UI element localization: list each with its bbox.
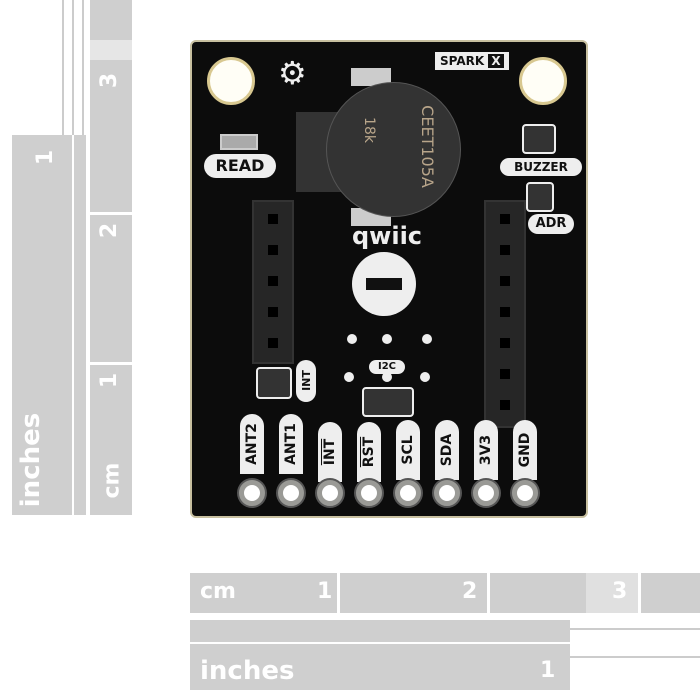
pin-header-right (484, 200, 526, 428)
cm-mark-1: 1 (317, 579, 333, 604)
mounting-hole (207, 57, 255, 105)
read-led (220, 134, 258, 150)
header-pin (500, 245, 510, 255)
pin-hole-gnd[interactable] (512, 480, 538, 506)
cm-mark-1: 1 (97, 372, 123, 389)
i2c-label: I2C (369, 360, 405, 374)
cm-label: cm (200, 579, 236, 604)
cm-mark-3: 3 (612, 579, 628, 604)
cm-mark-2: 2 (462, 579, 478, 604)
pin-label-int: INT (322, 438, 338, 466)
i2c-jumper (362, 387, 414, 417)
pin-label-ant1: ANT1 (283, 423, 299, 465)
header-pin (500, 369, 510, 379)
header-pin (268, 276, 278, 286)
open-hardware-icon: ⚙ (278, 54, 307, 92)
int-jumper (256, 367, 292, 399)
pin-label-ant2: ANT2 (244, 423, 260, 465)
buzzer-label: BUZZER (500, 158, 582, 176)
header-pin (268, 338, 278, 348)
pin-label-sda: SDA (439, 433, 455, 467)
inches-ruler-vertical: 1 inches (12, 135, 86, 515)
int-jumper-label: INT (296, 360, 316, 402)
header-pin (268, 307, 278, 317)
pin-label-3v3: 3V3 (478, 434, 494, 466)
pin-hole-rst[interactable] (356, 480, 382, 506)
qwiic-label: qwiic (352, 222, 423, 250)
header-pin (500, 276, 510, 286)
header-pin (268, 245, 278, 255)
cm-ruler-vertical: 3 2 1 cm (90, 0, 132, 515)
cm-label: cm (99, 462, 125, 499)
pcb-board: ⚙ SPARK X CEET105A 18k READ BUZZER ADR q… (190, 40, 588, 518)
cm-mark-3: 3 (97, 72, 123, 89)
header-pin (500, 338, 510, 348)
cm-ruler-horizontal: cm 1 2 3 (190, 573, 700, 613)
header-pin (268, 214, 278, 224)
pin-hole-ant2[interactable] (239, 480, 265, 506)
ruler-ticks-right (570, 628, 700, 658)
pin-label-gnd: GND (517, 432, 533, 468)
inches-ruler-horizontal: inches 1 (190, 620, 570, 690)
pin-hole-sda[interactable] (434, 480, 460, 506)
inch-mark: 1 (33, 149, 59, 166)
ruler-ticks-top (12, 0, 86, 135)
inches-label: inches (16, 412, 47, 508)
pin-label-rst: RST (361, 436, 377, 468)
pin-label-scl: SCL (400, 435, 416, 465)
mounting-hole (519, 57, 567, 105)
buzzer-part-number: CEET105A (417, 105, 437, 188)
adr-jumper (526, 182, 554, 212)
pin-header-left (252, 200, 294, 364)
read-label: READ (204, 154, 276, 178)
buzzer: CEET105A 18k (296, 68, 461, 226)
pin-hole-int[interactable] (317, 480, 343, 506)
pin-hole-ant1[interactable] (278, 480, 304, 506)
inches-label: inches (200, 656, 295, 686)
pin-hole-3v3[interactable] (473, 480, 499, 506)
inch-mark-1: 1 (540, 658, 556, 683)
cm-mark-2: 2 (97, 222, 123, 239)
header-pin (500, 307, 510, 317)
qwiic-logo-icon (352, 252, 416, 316)
pin-hole-scl[interactable] (395, 480, 421, 506)
adr-label: ADR (528, 214, 574, 234)
buzzer-jumper (522, 124, 556, 154)
buzzer-rating: 18k (360, 117, 377, 143)
header-pin (500, 400, 510, 410)
sparkx-logo: SPARK X (435, 52, 509, 70)
header-pin (500, 214, 510, 224)
